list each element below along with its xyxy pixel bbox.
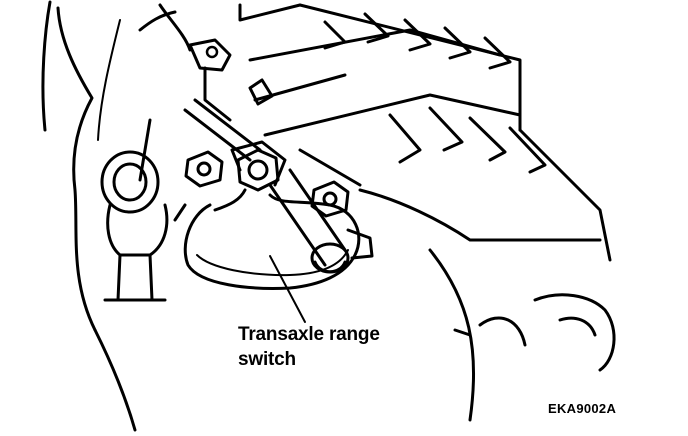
range-switch-body (173, 188, 374, 290)
left-housing (41, 0, 192, 432)
right-housing (298, 148, 616, 422)
hose-fitting (100, 150, 169, 302)
manual-control-lever (230, 140, 350, 274)
figure-code: EKA9002A (548, 401, 617, 416)
callout-line-1: Transaxle range (238, 324, 380, 345)
callout-leader-line (269, 255, 306, 323)
shift-cable (138, 38, 262, 182)
callout-label: Transaxle range switch (238, 322, 380, 372)
transaxle-case-ribs (238, 3, 612, 262)
callout-line-2: switch (238, 349, 296, 370)
